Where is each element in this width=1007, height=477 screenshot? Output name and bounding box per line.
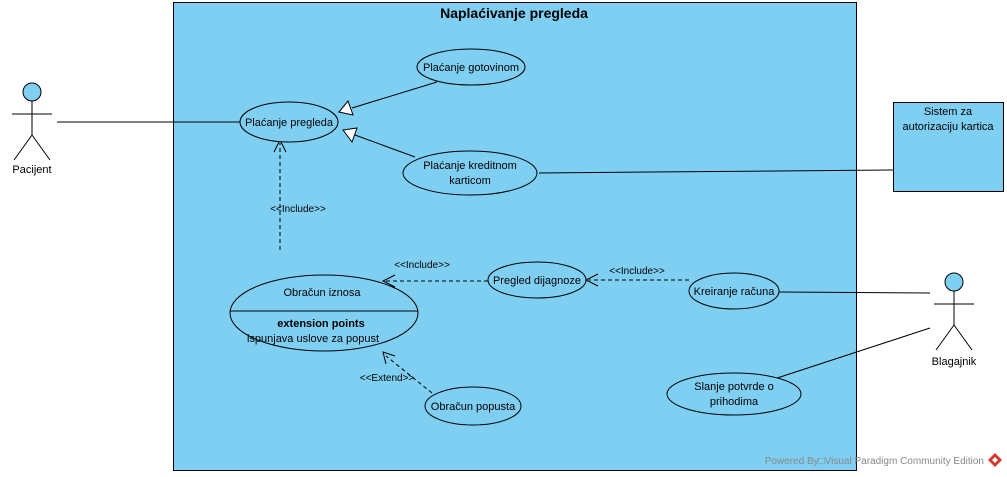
visual-paradigm-logo-icon bbox=[988, 453, 1002, 467]
include-pregled-obracun: <<Include>> bbox=[381, 260, 488, 288]
association-kartica-sistem bbox=[538, 169, 894, 174]
watermark-text: Powered By□Visual Paradigm Community Edi… bbox=[765, 456, 984, 467]
actor-blagajnik: Blagajnik bbox=[932, 272, 977, 368]
external-system-label-line2: autorizaciju kartica bbox=[902, 121, 994, 133]
use-case-label: Kreiranje računa bbox=[694, 286, 776, 298]
use-case-label: Plaćanje pregleda bbox=[245, 117, 334, 129]
include-label-1: <<Include>> bbox=[270, 204, 326, 215]
use-case-slanje-potvrde[interactable]: Slanje potvrde o prihodima bbox=[666, 372, 802, 416]
use-case-label-line1: Plaćanje kreditnom bbox=[423, 160, 517, 172]
use-case-label: Plaćanje gotovinom bbox=[423, 62, 519, 74]
use-case-kreiranje-racuna[interactable]: Kreiranje računa bbox=[688, 272, 780, 310]
include-label-3: <<Include>> bbox=[609, 266, 665, 277]
use-case-label: Obračun iznosa bbox=[283, 287, 361, 299]
use-case-obracun-iznosa[interactable]: Obračun iznosa extension points ispunjav… bbox=[229, 274, 419, 352]
use-case-label: Pregled dijagnoze bbox=[493, 275, 581, 287]
use-case-placanje-pregleda[interactable]: Plaćanje pregleda bbox=[239, 101, 339, 143]
use-case-obracun-popusta[interactable]: Obračun popusta bbox=[424, 386, 522, 426]
generalization-kreditnom bbox=[342, 127, 416, 158]
association-blagajnik-racun bbox=[778, 291, 931, 294]
extension-point-item: ispunjava uslove za popust bbox=[247, 333, 379, 345]
external-system-label-line1: Sistem za bbox=[924, 106, 973, 118]
external-system-box bbox=[893, 102, 1004, 192]
actor-blagajnik-label: Blagajnik bbox=[932, 356, 977, 368]
use-case-label-line2: prihodima bbox=[710, 396, 759, 408]
extension-points-header: extension points bbox=[277, 318, 364, 330]
use-case-placanje-kreditnom[interactable]: Plaćanje kreditnom karticom bbox=[402, 150, 538, 196]
actor-pacijent: Pacijent bbox=[12, 82, 52, 176]
use-case-placanje-gotovinom[interactable]: Plaćanje gotovinom bbox=[416, 48, 526, 86]
use-case-label-line2: karticom bbox=[449, 175, 491, 187]
use-case-label: Obračun popusta bbox=[431, 401, 516, 413]
actor-head bbox=[22, 82, 42, 102]
use-case-label-line1: Slanje potvrde o bbox=[694, 381, 774, 393]
association-blagajnik-potvrda bbox=[767, 327, 931, 382]
system-title: Naplaćivanje pregleda bbox=[440, 5, 588, 21]
use-case-pregled-dijagnoze[interactable]: Pregled dijagnoze bbox=[487, 261, 587, 299]
generalization-gotovinom bbox=[338, 81, 438, 116]
extend-popust-obracun: <<Extend>> bbox=[360, 351, 433, 394]
include-label-2: <<Include>> bbox=[394, 260, 450, 271]
actor-head bbox=[944, 272, 964, 292]
actor-pacijent-label: Pacijent bbox=[12, 164, 51, 176]
extend-label: <<Extend>> bbox=[360, 373, 415, 384]
